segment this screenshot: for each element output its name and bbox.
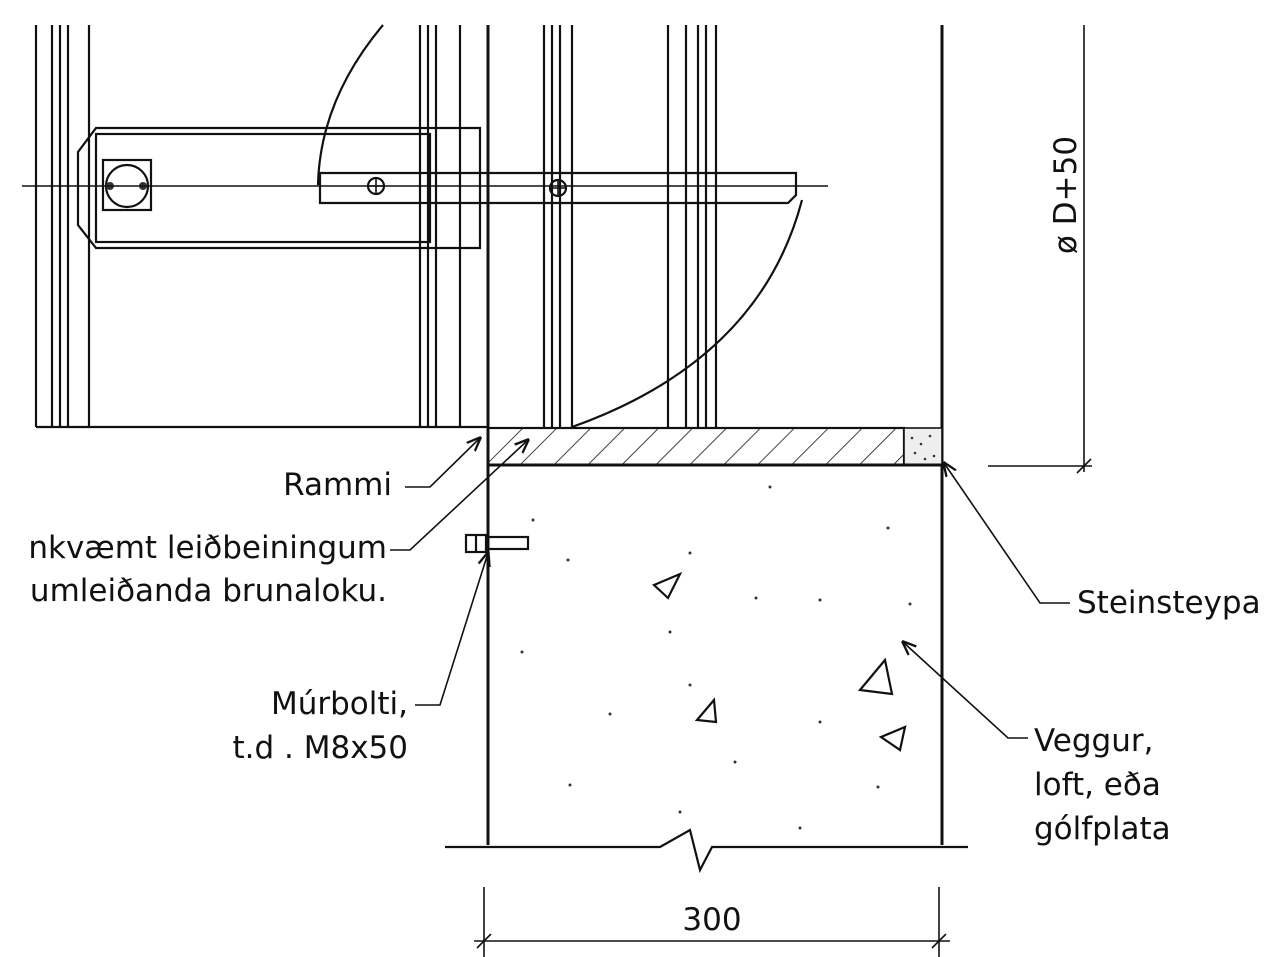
- label-murbolti-line2: t.d . M8x50: [232, 730, 408, 766]
- leader-rammi: [405, 438, 480, 488]
- anchor-bolt: [464, 533, 530, 554]
- leader-murbolti: [415, 553, 488, 706]
- label-instructions-line2: umleiðanda brunaloku.: [30, 573, 387, 609]
- label-veggur-line2: loft, eða: [1034, 767, 1161, 803]
- label-veggur-line3: gólfplata: [1034, 811, 1171, 847]
- width-dimension: [474, 887, 950, 957]
- label-veggur-line1: Veggur,: [1034, 723, 1153, 759]
- concrete-grout-speckles: [910, 434, 936, 461]
- damper-frame-lines: [34, 25, 944, 845]
- dimension-diameter-value: ø D+50: [1048, 136, 1084, 254]
- wall-section: [445, 463, 968, 874]
- concrete-aggregate-dots: [520, 485, 912, 830]
- leader-steinsteypa: [944, 463, 1070, 604]
- leader-veggur: [903, 642, 1028, 739]
- damper-shaft: [22, 171, 828, 205]
- concrete-grout: [903, 427, 943, 466]
- label-murbolti-line1: Múrbolti,: [271, 686, 408, 722]
- damper-blade-arc: [316, 24, 804, 429]
- label-steinsteypa: Steinsteypa: [1077, 585, 1261, 621]
- label-rammi: Rammi: [283, 467, 392, 503]
- dimension-width-value: 300: [682, 902, 741, 938]
- leader-instructions: [390, 440, 528, 551]
- hatched-layer: [486, 426, 906, 467]
- actuator-housing: [76, 126, 482, 250]
- label-instructions-line1: nkvæmt leiðbeiningum: [28, 530, 387, 566]
- diameter-dimension: [988, 25, 1092, 474]
